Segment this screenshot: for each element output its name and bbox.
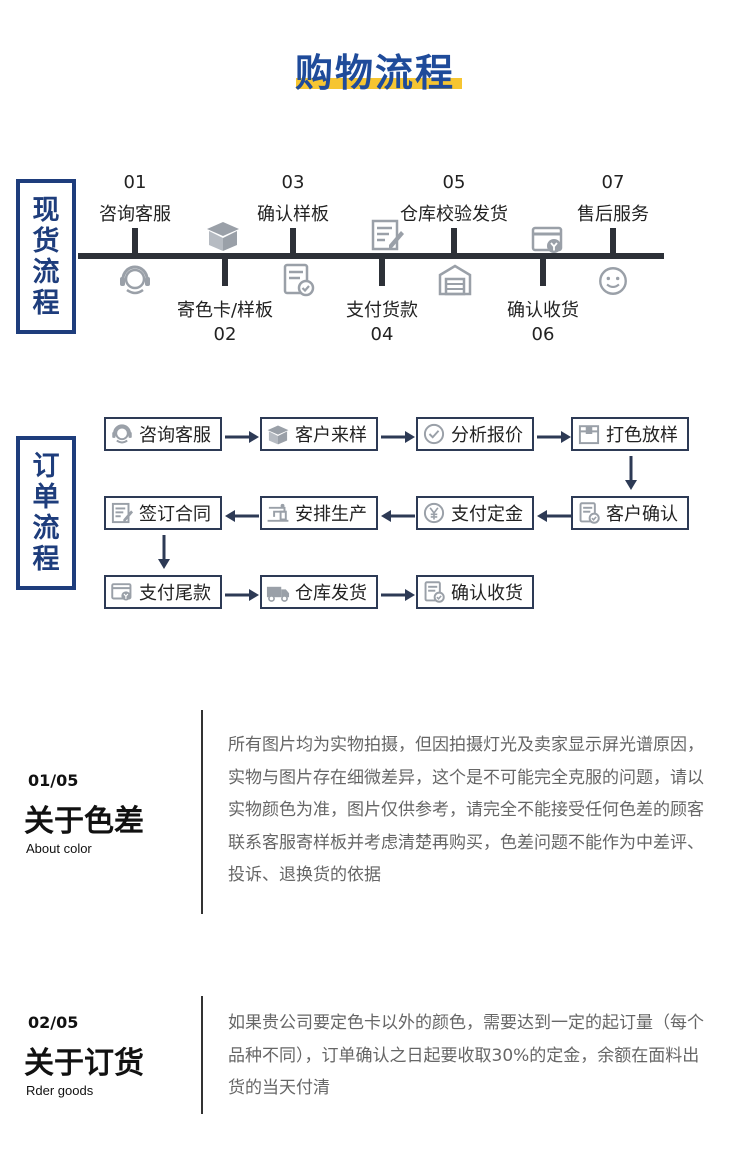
headset-icon xyxy=(109,421,135,447)
order-flow-char: 单 xyxy=(32,482,60,513)
order-step: 打色放样 xyxy=(571,417,689,451)
check-document-icon xyxy=(421,579,447,605)
order-step: 确认收货 xyxy=(416,575,534,609)
stock-flow-char: 货 xyxy=(32,225,60,257)
arrow-left xyxy=(225,507,259,522)
timeline-tick xyxy=(379,258,385,286)
stock-flow-char: 程 xyxy=(32,287,60,319)
step-label: 确认样板 xyxy=(257,204,329,225)
step-number: 01 xyxy=(123,172,147,193)
stock-flow-char: 流 xyxy=(32,256,60,288)
timeline-tick xyxy=(610,228,616,256)
step-number: 06 xyxy=(531,324,555,345)
order-step: 客户确认 xyxy=(571,496,689,530)
box-icon xyxy=(203,215,243,255)
arrow-left xyxy=(381,507,415,522)
note-divider xyxy=(201,710,203,914)
stock-flow-label: 现 货 流 程 xyxy=(16,179,76,334)
step-label: 支付货款 xyxy=(346,300,418,321)
warehouse-icon xyxy=(435,260,475,300)
step-number: 03 xyxy=(281,172,305,193)
arrow-left xyxy=(537,507,571,522)
order-flow-label: 订 单 流 程 xyxy=(16,436,76,590)
order-step: 支付尾款 xyxy=(104,575,222,609)
arrow-right xyxy=(537,428,571,443)
order-step: 支付定金 xyxy=(416,496,534,530)
sewing-machine-icon xyxy=(265,500,291,526)
form-edit-icon xyxy=(109,500,135,526)
note-text: 所有图片均为实物拍摄，但因拍摄灯光及卖家显示屏光谱原因，实物与图片存在细微差异，… xyxy=(228,735,704,885)
arrow-down xyxy=(625,456,637,490)
step-label: 确认收货 xyxy=(507,300,579,321)
arrow-right xyxy=(381,428,415,443)
order-step-label: 确认收货 xyxy=(451,583,523,604)
check-document-icon xyxy=(278,260,318,300)
check-circle-icon xyxy=(421,421,447,447)
stock-flow-char: 现 xyxy=(32,194,60,226)
timeline-tick xyxy=(222,258,228,286)
arrow-down xyxy=(158,535,170,569)
timeline-tick xyxy=(540,258,546,286)
order-step: 咨询客服 xyxy=(104,417,222,451)
payment-card-icon xyxy=(528,220,568,260)
timeline-tick xyxy=(132,228,138,256)
arrow-right xyxy=(225,586,259,601)
order-step-label: 安排生产 xyxy=(295,504,367,525)
box-icon xyxy=(265,421,291,447)
step-number: 02 xyxy=(213,324,237,345)
note-subtitle: About color xyxy=(26,841,92,856)
order-step: 签订合同 xyxy=(104,496,222,530)
step-label: 寄色卡/样板 xyxy=(176,300,274,321)
order-flow-char: 订 xyxy=(32,451,60,482)
note-number: 01/05 xyxy=(28,771,79,790)
page-title-wrap: 购物流程 xyxy=(0,42,750,97)
order-step-label: 支付尾款 xyxy=(139,583,211,604)
check-document-icon xyxy=(576,500,602,526)
smile-icon xyxy=(596,264,630,298)
step-number: 07 xyxy=(601,172,625,193)
step-label: 仓库校验发货 xyxy=(400,204,508,225)
order-step-label: 支付定金 xyxy=(451,504,523,525)
delivery-truck-icon xyxy=(265,579,291,605)
order-step-label: 仓库发货 xyxy=(295,583,367,604)
note-text: 如果贵公司要定色卡以外的颜色，需要达到一定的起订量（每个品种不同），订单确认之日… xyxy=(228,1013,704,1098)
step-number: 05 xyxy=(442,172,466,193)
order-step-label: 客户确认 xyxy=(606,504,678,525)
note-subtitle: Rder goods xyxy=(26,1083,94,1098)
note-number: 02/05 xyxy=(28,1013,79,1032)
order-flow-char: 流 xyxy=(32,513,60,544)
arrow-right xyxy=(381,586,415,601)
form-edit-icon xyxy=(367,215,407,255)
step-number: 04 xyxy=(370,324,394,345)
open-box-icon xyxy=(576,421,602,447)
order-step-label: 分析报价 xyxy=(451,425,523,446)
order-step-label: 打色放样 xyxy=(606,425,678,446)
order-step: 客户来样 xyxy=(260,417,378,451)
headset-icon xyxy=(115,260,155,300)
page-title: 购物流程 xyxy=(294,50,455,95)
order-step: 仓库发货 xyxy=(260,575,378,609)
order-step: 分析报价 xyxy=(416,417,534,451)
step-label: 售后服务 xyxy=(577,204,649,225)
note-divider xyxy=(201,996,203,1114)
yen-coin-icon xyxy=(421,500,447,526)
title-highlight xyxy=(296,78,462,89)
order-step: 安排生产 xyxy=(260,496,378,530)
timeline-tick xyxy=(290,228,296,256)
arrow-right xyxy=(225,428,259,443)
timeline-line xyxy=(78,253,664,259)
note-title: 关于色差 xyxy=(24,804,144,839)
payment-card-icon xyxy=(109,579,135,605)
order-step-label: 客户来样 xyxy=(295,425,367,446)
order-flow-char: 程 xyxy=(32,544,60,575)
timeline-tick xyxy=(451,228,457,256)
step-label: 咨询客服 xyxy=(99,204,171,225)
order-step-label: 咨询客服 xyxy=(139,425,211,446)
note-title: 关于订货 xyxy=(24,1046,144,1081)
order-step-label: 签订合同 xyxy=(139,504,211,525)
